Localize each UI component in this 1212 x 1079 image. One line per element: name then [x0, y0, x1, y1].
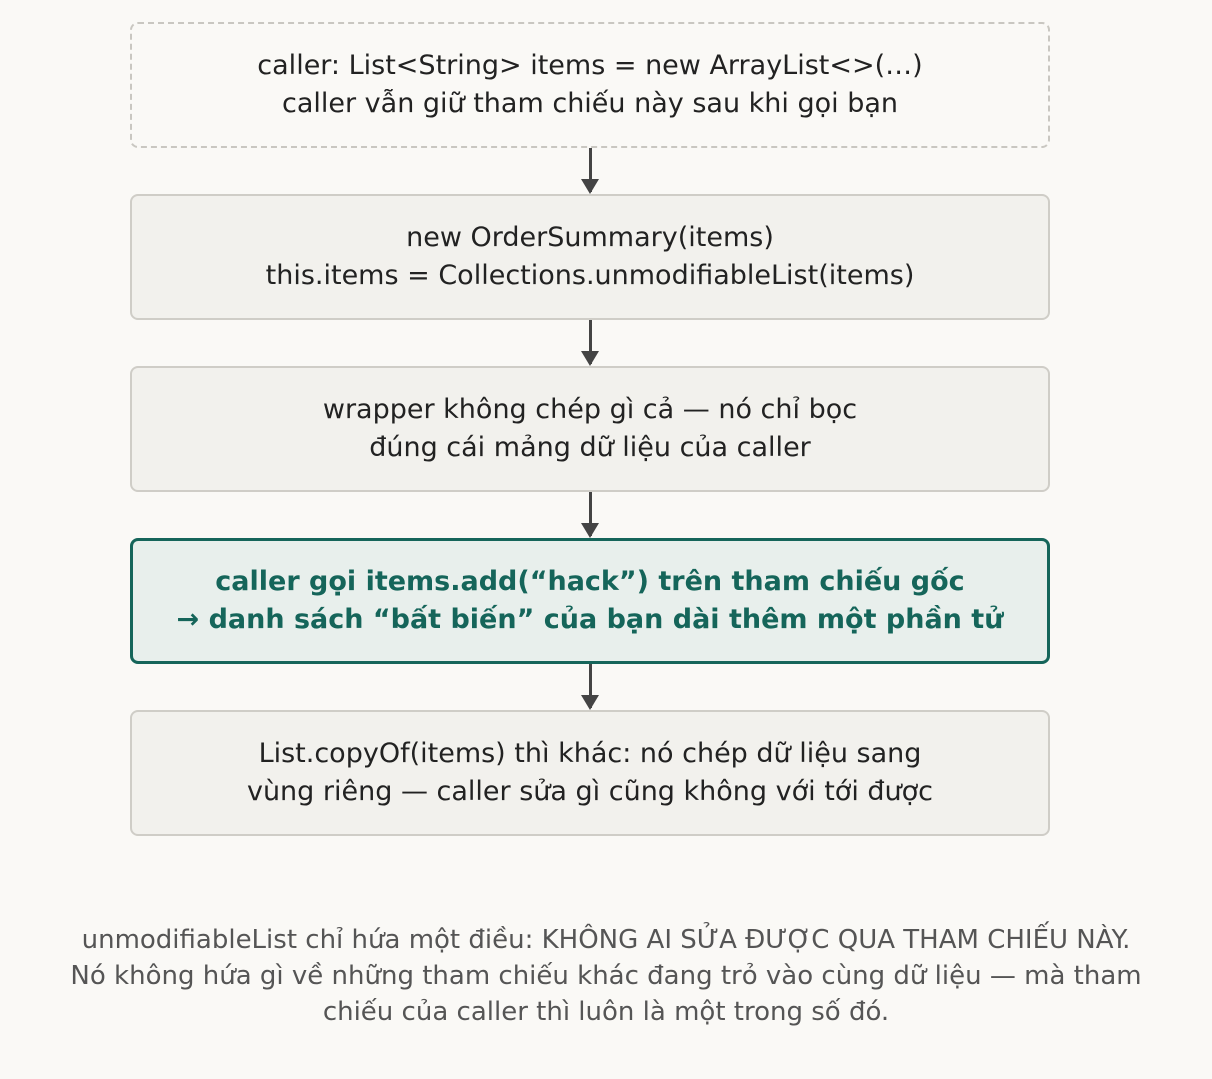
constructor-box: new OrderSummary(items) this.items = Col… — [130, 194, 1050, 320]
wrapper-line-1: wrapper không chép gì cả — nó chỉ bọc — [322, 394, 858, 425]
caption-line-2: Nó không hứa gì về những tham chiếu khác… — [70, 961, 1142, 1027]
wrapper-line-2: đúng cái mảng dữ liệu của caller — [369, 432, 811, 463]
mutation-line-2: → danh sách “bất biến” của bạn dài thêm … — [176, 604, 1004, 635]
flow-arrow-3 — [581, 492, 599, 538]
wrapper-explanation-box: wrapper không chép gì cả — nó chỉ bọc đú… — [130, 366, 1050, 492]
caller-reference-box: caller: List<String> items = new ArrayLi… — [130, 22, 1050, 148]
caller-reference-line-2: caller vẫn giữ tham chiếu này sau khi gọ… — [281, 88, 899, 119]
caller-reference-line-1: caller: List<String> items = new ArrayLi… — [257, 50, 923, 81]
diagram-caption: unmodifiableList chỉ hứa một điều: KHÔNG… — [40, 922, 1172, 1030]
copyof-line-1: List.copyOf(items) thì khác: nó chép dữ … — [258, 738, 922, 769]
flow-arrow-2 — [581, 320, 599, 366]
constructor-line-1: new OrderSummary(items) — [406, 222, 774, 253]
copyof-line-2: vùng riêng — caller sửa gì cũng không vớ… — [246, 776, 934, 807]
caption-line-1: unmodifiableList chỉ hứa một điều: KHÔNG… — [81, 925, 1131, 955]
mutation-highlight-box: caller gọi items.add(“hack”) trên tham c… — [130, 538, 1050, 664]
copyof-box: List.copyOf(items) thì khác: nó chép dữ … — [130, 710, 1050, 836]
constructor-line-2: this.items = Collections.unmodifiableLis… — [265, 260, 915, 291]
flow-arrow-1 — [581, 148, 599, 194]
flow-arrow-4 — [581, 664, 599, 710]
mutation-line-1: caller gọi items.add(“hack”) trên tham c… — [215, 566, 965, 597]
